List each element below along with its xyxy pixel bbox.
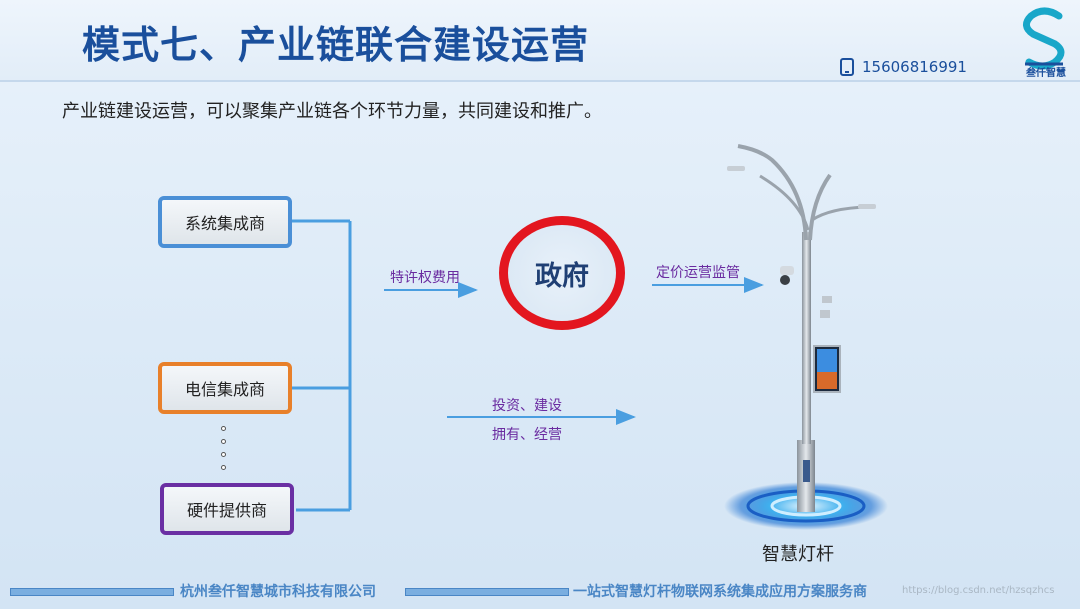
phone-icon bbox=[840, 58, 854, 76]
footer-divider bbox=[10, 588, 174, 596]
pricing-supervision-label: 定价运营监管 bbox=[656, 265, 740, 281]
title-bar: 模式七、产业链联合建设运营 15606816991 bbox=[0, 0, 1080, 82]
phone-number: 15606816991 bbox=[862, 58, 967, 76]
footer-slogan: 一站式智慧灯杆物联网系统集成应用方案服务商 bbox=[573, 584, 867, 600]
ellipsis-dot bbox=[221, 426, 226, 431]
supplier-telecom-integrator: 电信集成商 bbox=[158, 362, 292, 414]
footer-company: 杭州叁仟智慧城市科技有限公司 bbox=[180, 584, 376, 600]
supplier-hardware-provider: 硬件提供商 bbox=[160, 483, 294, 535]
pole-label: 智慧灯杆 bbox=[762, 544, 834, 565]
page-title: 模式七、产业链联合建设运营 bbox=[82, 23, 590, 67]
franchise-fee-label: 特许权费用 bbox=[390, 270, 460, 286]
own-operate-label: 拥有、经营 bbox=[492, 427, 562, 443]
subtitle: 产业链建设运营，可以聚集产业链各个环节力量，共同建设和推广。 bbox=[62, 101, 602, 122]
footer-divider bbox=[405, 588, 569, 596]
watermark: https://blog.csdn.net/hzsqzhcs bbox=[902, 585, 1055, 596]
supplier-bracket bbox=[292, 219, 352, 512]
ellipsis-dot bbox=[221, 465, 226, 470]
footer: 杭州叁仟智慧城市科技有限公司 一站式智慧灯杆物联网系统集成应用方案服务商 bbox=[0, 578, 1080, 609]
ellipsis-dot bbox=[221, 452, 226, 457]
logo-text: 叁仟智慧 bbox=[1026, 68, 1066, 79]
invest-build-label: 投资、建设 bbox=[492, 398, 562, 414]
government-node: 政府 bbox=[499, 216, 625, 330]
ellipsis-dot bbox=[221, 439, 226, 444]
phone-contact: 15606816991 bbox=[840, 58, 967, 76]
supplier-system-integrator: 系统集成商 bbox=[158, 196, 292, 248]
company-logo-icon bbox=[1023, 7, 1065, 70]
